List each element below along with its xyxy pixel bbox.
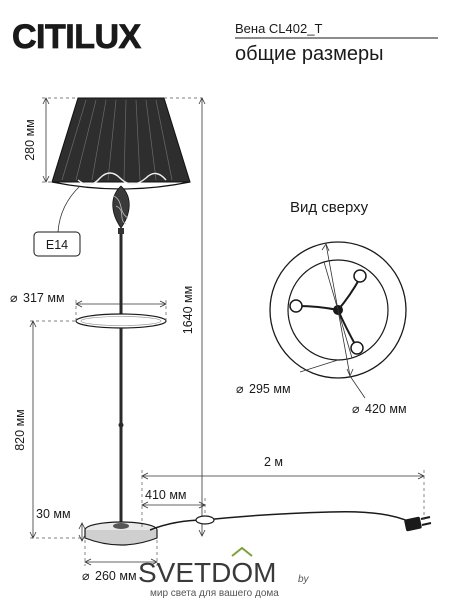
- power-cable: [149, 510, 432, 532]
- model-name: Вена CL402_T: [235, 21, 322, 36]
- shade-height-dimension: 280 мм: [23, 97, 78, 183]
- lamp-tray: [75, 313, 167, 329]
- diameter-symbol: ⌀: [236, 382, 244, 396]
- shade-height-label: 280 мм: [23, 119, 37, 161]
- diameter-symbol: ⌀: [352, 402, 360, 416]
- base-height-dimension: 30 мм: [36, 507, 86, 542]
- svetdom-domain: by: [298, 574, 310, 585]
- diameter-symbol: ⌀: [82, 569, 90, 583]
- plug-icon: [404, 516, 432, 532]
- bulb-holders: [289, 269, 367, 355]
- svg-text:⌀ 260 мм: ⌀ 260 мм: [82, 569, 137, 583]
- tray-height-label: 820 мм: [13, 409, 27, 451]
- base-diameter-label: 260 мм: [95, 569, 137, 583]
- svg-text:⌀ 317 мм: ⌀ 317 мм: [10, 291, 65, 305]
- tray-diameter-label: 317 мм: [23, 291, 65, 305]
- citilux-logo: CITILUX: [12, 18, 143, 57]
- outer-diameter-label: 420 мм: [365, 402, 407, 416]
- tray-diameter-dimension: ⌀ 317 мм: [10, 291, 167, 321]
- bulb-type-label: E14: [46, 238, 68, 252]
- twisted-stem-ornament: [112, 185, 130, 234]
- base-height-label: 30 мм: [36, 507, 71, 521]
- svetdom-logo: SVETDOM by мир света для вашего дома: [138, 546, 310, 599]
- total-height-dimension: 1640 мм: [164, 97, 206, 537]
- switch-distance-dimension: 410 мм: [141, 488, 206, 516]
- citilux-logo-text: CITILUX: [12, 18, 142, 56]
- svetdom-tagline: мир света для вашего дома: [150, 588, 279, 599]
- lamp-shade: [51, 97, 191, 190]
- tray-height-dimension: 820 мм: [13, 320, 85, 539]
- lamp-base: [84, 521, 158, 546]
- cable-length-label: 2 м: [264, 455, 283, 469]
- top-view-title: Вид сверху: [290, 199, 369, 216]
- lamp-side-view: [51, 97, 191, 546]
- diameter-symbol: ⌀: [10, 291, 18, 305]
- page-title: общие размеры: [235, 43, 383, 65]
- total-height-label: 1640 мм: [181, 286, 195, 334]
- svg-text:⌀ 420 мм: ⌀ 420 мм: [352, 402, 407, 416]
- base-diameter-dimension: ⌀ 260 мм: [82, 540, 158, 583]
- svetdom-logo-text: SVETDOM: [138, 557, 276, 588]
- svg-text:⌀ 295 мм: ⌀ 295 мм: [236, 382, 291, 396]
- cable-switch: [195, 515, 215, 525]
- cable-length-dimension: 2 м: [141, 455, 425, 528]
- top-view: [269, 241, 407, 399]
- bulb-callout: E14: [33, 185, 81, 257]
- house-roof-icon: [231, 546, 253, 557]
- inner-diameter-line: [323, 261, 353, 359]
- switch-distance-label: 410 мм: [145, 488, 187, 502]
- inner-diameter-label: 295 мм: [249, 382, 291, 396]
